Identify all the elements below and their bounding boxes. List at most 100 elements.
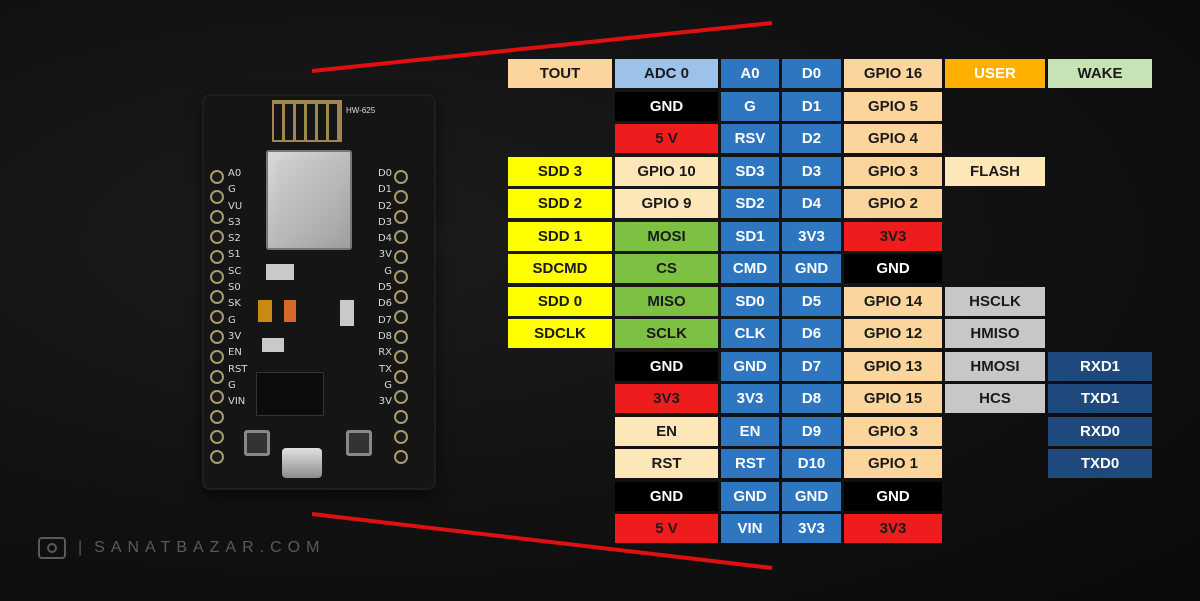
- silk-label-left: VU: [228, 200, 243, 212]
- extra-function-cell: TOUT: [508, 59, 612, 88]
- board-label-cell: CLK: [721, 319, 779, 348]
- pin-function-cell: GND: [615, 91, 718, 121]
- silk-label-right: D8: [377, 330, 392, 342]
- alt-function-cell: HSCLK: [945, 286, 1045, 316]
- extra-function-cell: SDCMD: [508, 254, 612, 283]
- watermark: | SANATBAZAR.COM: [38, 533, 325, 563]
- d-pin-cell: D9: [782, 416, 841, 446]
- flash-button: [346, 430, 372, 456]
- silk-label-right: TX: [379, 363, 392, 375]
- silk-label-left: VIN: [228, 396, 246, 408]
- alt-function-cell: USER: [945, 59, 1045, 88]
- silk-label-right: D1: [377, 184, 392, 196]
- pin-function-cell: GPIO 10: [615, 156, 718, 186]
- gpio-number-cell: GPIO 16: [844, 59, 942, 88]
- silk-label-right: RX: [378, 347, 392, 359]
- silk-label-left: G: [228, 314, 236, 326]
- silk-label-right: D3: [377, 216, 392, 228]
- gpio-number-cell: GPIO 14: [844, 286, 942, 316]
- smd-regulator: [340, 300, 354, 326]
- silk-label-right: D7: [377, 314, 392, 326]
- board-label-cell: EN: [721, 416, 779, 446]
- d-pin-cell: D1: [782, 91, 841, 121]
- silk-label-left: SK: [228, 298, 241, 310]
- gpio-number-cell: GPIO 3: [844, 416, 942, 446]
- gpio-number-cell: GND: [844, 254, 942, 283]
- gpio-number-cell: GPIO 2: [844, 189, 942, 218]
- pin-function-cell: 5 V: [615, 514, 718, 543]
- pin-function-cell: RST: [615, 449, 718, 478]
- gpio-number-cell: GPIO 12: [844, 319, 942, 348]
- d-pin-cell: D5: [782, 286, 841, 316]
- board-label-cell: 3V3: [721, 384, 779, 413]
- silk-label-left: SC: [228, 265, 242, 277]
- silk-label-right: D2: [377, 200, 392, 212]
- pin-function-cell: CS: [615, 254, 718, 283]
- gpio-number-cell: 3V3: [844, 221, 942, 251]
- extra-function-cell: SDCLK: [508, 319, 612, 348]
- silk-label-right: D4: [377, 233, 392, 245]
- rst-button: [244, 430, 270, 456]
- capacitor: [258, 300, 272, 322]
- uart-function-cell: RXD1: [1048, 351, 1152, 381]
- alt-function-cell: HMOSI: [945, 351, 1045, 381]
- silk-label-left: EN: [228, 347, 242, 359]
- board-label-cell: RST: [721, 449, 779, 478]
- d-pin-cell: D0: [782, 59, 841, 88]
- micro-usb-port: [282, 448, 322, 478]
- left-pin-header: [210, 170, 224, 470]
- board-label-cell: SD3: [721, 156, 779, 186]
- pin-function-cell: ADC 0: [615, 59, 718, 88]
- pin-function-cell: MOSI: [615, 221, 718, 251]
- gpio-number-cell: GPIO 15: [844, 384, 942, 413]
- silk-label-right: 3V: [378, 396, 392, 408]
- board-label-cell: G: [721, 91, 779, 121]
- silk-label-right: 3V: [378, 249, 392, 261]
- pin-function-cell: SCLK: [615, 319, 718, 348]
- board-model: HW-625: [346, 106, 376, 115]
- d-pin-cell: D8: [782, 384, 841, 413]
- board-label-cell: SD1: [721, 221, 779, 251]
- alt-function-cell: HCS: [945, 384, 1045, 413]
- d-pin-cell: GND: [782, 254, 841, 283]
- d-pin-cell: 3V3: [782, 514, 841, 543]
- silk-label-left: G: [228, 184, 236, 196]
- extra-function-cell: SDD 3: [508, 156, 612, 186]
- uart-function-cell: TXD1: [1048, 384, 1152, 413]
- d-pin-cell: D3: [782, 156, 841, 186]
- smd-component: [266, 264, 294, 280]
- silk-label-left: S2: [228, 233, 241, 245]
- smd-diode: [262, 338, 284, 352]
- pin-function-cell: GND: [615, 481, 718, 511]
- usb-uart-chip: [256, 372, 324, 416]
- gpio-number-cell: GPIO 13: [844, 351, 942, 381]
- gpio-number-cell: GND: [844, 481, 942, 511]
- d-pin-cell: D7: [782, 351, 841, 381]
- uart-function-cell: TXD0: [1048, 449, 1152, 478]
- board-label-cell: RSV: [721, 124, 779, 153]
- pin-function-cell: 5 V: [615, 124, 718, 153]
- gpio-number-cell: GPIO 3: [844, 156, 942, 186]
- pin-function-cell: 3V3: [615, 384, 718, 413]
- silk-label-right: D0: [377, 168, 392, 179]
- d-pin-cell: 3V3: [782, 221, 841, 251]
- gpio-number-cell: GPIO 1: [844, 449, 942, 478]
- silk-label-right: G: [384, 379, 392, 391]
- right-pin-header: [394, 170, 408, 470]
- gpio-number-cell: GPIO 5: [844, 91, 942, 121]
- silk-label-left: A0: [228, 168, 242, 179]
- pin-function-cell: GND: [615, 351, 718, 381]
- wifi-antenna: [272, 100, 342, 142]
- esp-module: [266, 150, 352, 250]
- silk-label-left: G: [228, 379, 236, 391]
- board-label-cell: SD0: [721, 286, 779, 316]
- extra-function-cell: SDD 1: [508, 221, 612, 251]
- uart-function-cell: WAKE: [1048, 59, 1152, 88]
- board-label-cell: VIN: [721, 514, 779, 543]
- gpio-number-cell: 3V3: [844, 514, 942, 543]
- silk-label-left: RST: [228, 363, 248, 375]
- board-label-cell: SD2: [721, 189, 779, 218]
